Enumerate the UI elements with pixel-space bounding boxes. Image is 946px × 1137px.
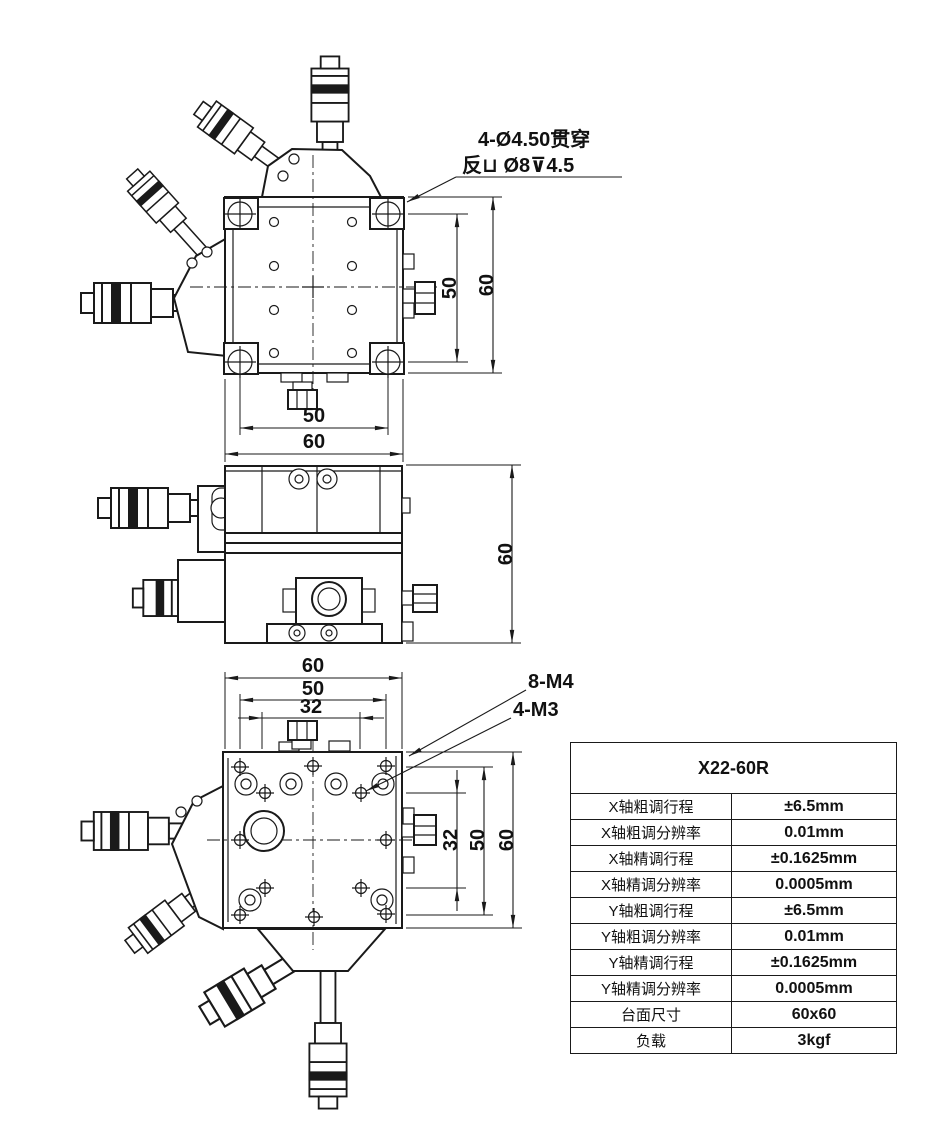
dim-side-right: 60 [495, 543, 517, 565]
spec-label: X轴精调分辨率 [570, 871, 732, 898]
dim-bottom-top-middle: 50 [302, 678, 324, 700]
thread-leaders: 8-M4 4-M3 [365, 671, 574, 792]
spec-value: 0.01mm [731, 923, 897, 950]
table-row: X22-60R [570, 742, 897, 794]
spec-table: X22-60R X轴粗调行程 ±6.5mm X轴粗调分辨率 0.01mm X轴精… [570, 742, 897, 1054]
leader-label-8-m4: 8-M4 [528, 671, 574, 693]
top-view-bottom-knob [280, 372, 349, 410]
spec-label: Y轴精调分辨率 [570, 975, 732, 1002]
dim-bottom-right-middle: 50 [467, 829, 489, 851]
table-row: X轴精调行程 ±0.1625mm [570, 845, 897, 872]
spec-label: 台面尺寸 [570, 1001, 732, 1028]
dim-bottom-right-inner: 32 [440, 829, 462, 851]
dim-bottom-top-inner: 32 [300, 696, 322, 718]
table-row: X轴精调分辨率 0.0005mm [570, 871, 897, 898]
table-row: Y轴粗调行程 ±6.5mm [570, 897, 897, 924]
spec-value: 60x60 [731, 1001, 897, 1028]
spec-value: 0.0005mm [731, 871, 897, 898]
table-row: Y轴精调行程 ±0.1625mm [570, 949, 897, 976]
spec-value: ±0.1625mm [731, 949, 897, 976]
table-row: Y轴精调分辨率 0.0005mm [570, 975, 897, 1002]
dim-top-right-outer: 60 [476, 274, 498, 296]
leader-label-4-m3: 4-M3 [513, 699, 559, 721]
spec-label: Y轴粗调分辨率 [570, 923, 732, 950]
top-view-brackets [172, 147, 383, 358]
spec-label: X轴精调行程 [570, 845, 732, 872]
micrometer-bottom-vertical [308, 969, 348, 1110]
top-view-holes [268, 216, 358, 359]
dim-top-bottom-inner: 50 [303, 405, 325, 427]
spec-value: ±0.1625mm [731, 845, 897, 872]
table-row: X轴粗调分辨率 0.01mm [570, 819, 897, 846]
side-view-lower-bracket [177, 559, 226, 623]
side-view [97, 465, 438, 644]
spec-label: 负载 [570, 1027, 732, 1054]
bottom-view [80, 720, 437, 1110]
counterbore-annotation: 4-Ø4.50贯穿 反⊔ Ø8⊽4.5 [406, 127, 622, 203]
table-row: 负载 3kgf [570, 1027, 897, 1054]
bottom-view-tapped-holes [231, 757, 395, 926]
spec-table-title: X22-60R [570, 742, 897, 794]
top-view-dimensions: 50 60 50 60 [224, 196, 502, 462]
dim-bottom-top-outer: 60 [302, 655, 324, 677]
spec-label: X轴粗调分辨率 [570, 819, 732, 846]
bottom-view-dimensions: 60 50 32 32 50 60 [224, 655, 522, 929]
dim-top-bottom-outer: 60 [303, 431, 325, 453]
table-row: Y轴粗调分辨率 0.01mm [570, 923, 897, 950]
spec-value: 0.0005mm [731, 975, 897, 1002]
top-view-side-knob [402, 253, 436, 319]
top-view-corner-screws [224, 198, 404, 378]
bottom-view-counterbore-holes [234, 772, 395, 912]
dim-top-right-inner: 50 [439, 277, 461, 299]
annotation-line1: 4-Ø4.50贯穿 [478, 127, 590, 151]
spec-label: Y轴粗调行程 [570, 897, 732, 924]
table-row: 台面尺寸 60x60 [570, 1001, 897, 1028]
dim-bottom-right-outer: 60 [496, 829, 518, 851]
top-view [80, 55, 437, 412]
spec-value: 0.01mm [731, 819, 897, 846]
spec-value: 3kgf [731, 1027, 897, 1054]
annotation-line2: 反⊔ Ø8⊽4.5 [462, 154, 574, 177]
bottom-view-right-knob [401, 807, 437, 874]
spec-label: Y轴精调行程 [570, 949, 732, 976]
spec-value: ±6.5mm [731, 897, 897, 924]
spec-label: X轴粗调行程 [570, 793, 732, 820]
bottom-view-top-knob [278, 720, 351, 752]
side-view-right-knob [401, 497, 438, 642]
table-row: X轴粗调行程 ±6.5mm [570, 793, 897, 820]
side-view-center-assembly [266, 577, 383, 644]
spec-value: ±6.5mm [731, 793, 897, 820]
bottom-view-large-bore [243, 810, 285, 852]
top-view-body [223, 196, 405, 375]
side-view-dimensions: 60 [406, 464, 521, 644]
